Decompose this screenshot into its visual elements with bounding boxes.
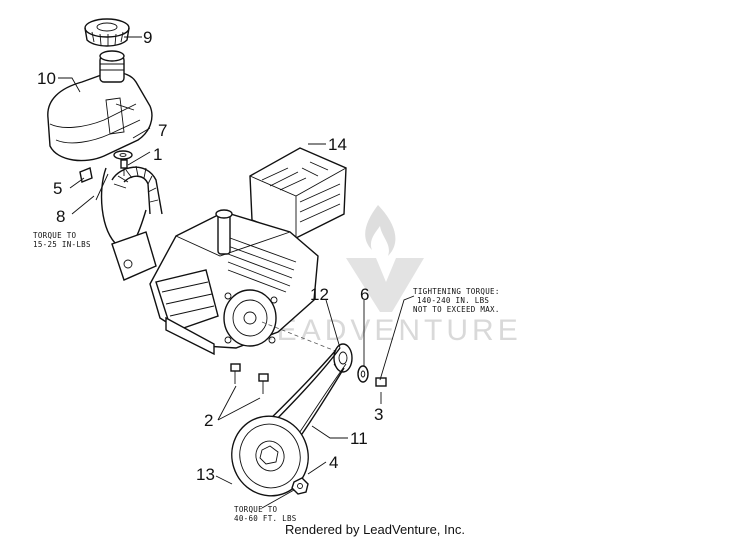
callout-12: 12: [310, 285, 329, 304]
callout-8: 8: [56, 207, 65, 226]
pulley-bolt: [375, 377, 387, 387]
callout-1: 1: [153, 145, 162, 164]
callout-9: 9: [143, 28, 152, 47]
callout-14: 14: [328, 135, 347, 154]
callout-7: 7: [158, 121, 167, 140]
footer-credit: Rendered by LeadVenture, Inc.: [285, 522, 465, 537]
svg-text:15-25 IN-LBS: 15-25 IN-LBS: [33, 240, 91, 249]
small-bolt: [120, 159, 128, 176]
engine-assembly: [111, 147, 347, 356]
callout-2: 2: [204, 411, 213, 430]
callout-10: 10: [37, 69, 56, 88]
flame-logo-icon: [365, 205, 396, 256]
torque-note-pulley-nut: TORQUE TO 40-60 FT. LBS: [234, 505, 297, 523]
svg-text:TORQUE TO: TORQUE TO: [234, 505, 278, 514]
washer: [113, 150, 133, 160]
leadventure-watermark: LEADVENTURE: [256, 205, 522, 347]
callout-5: 5: [53, 179, 62, 198]
torque-note-pulley-bolt: TIGHTENING TORQUE: 140-240 IN. LBS NOT T…: [413, 287, 500, 314]
svg-text:NOT TO EXCEED MAX.: NOT TO EXCEED MAX.: [413, 305, 500, 314]
svg-text:TORQUE TO: TORQUE TO: [33, 231, 77, 240]
intake-hose: [111, 165, 163, 215]
fuel-tank: [47, 50, 153, 162]
callout-6: 6: [360, 285, 369, 304]
callout-11: 11: [350, 429, 368, 448]
callout-3: 3: [374, 405, 383, 424]
callout-4: 4: [329, 453, 338, 472]
svg-text:TIGHTENING TORQUE:: TIGHTENING TORQUE:: [413, 287, 500, 296]
svg-text:40-60 FT. LBS: 40-60 FT. LBS: [234, 514, 297, 523]
callouts: 9 10 7 1 5 8 14 12 6 2 3 11 13 4: [37, 28, 383, 484]
watermark-text: LEADVENTURE: [256, 314, 522, 347]
callout-13: 13: [196, 465, 215, 484]
pulley-washer: [357, 365, 369, 383]
pulley-nut: [291, 477, 309, 495]
engine-bolts: [230, 363, 269, 394]
drive-pulley: [231, 415, 309, 497]
leader-lines: [58, 36, 415, 509]
fuel-cap: [84, 18, 130, 47]
v-logo-icon: [346, 258, 424, 312]
svg-text:140-240 IN. LBS: 140-240 IN. LBS: [417, 296, 489, 305]
torque-note-fuel-tank: TORQUE TO 15-25 IN-LBS: [33, 231, 91, 249]
